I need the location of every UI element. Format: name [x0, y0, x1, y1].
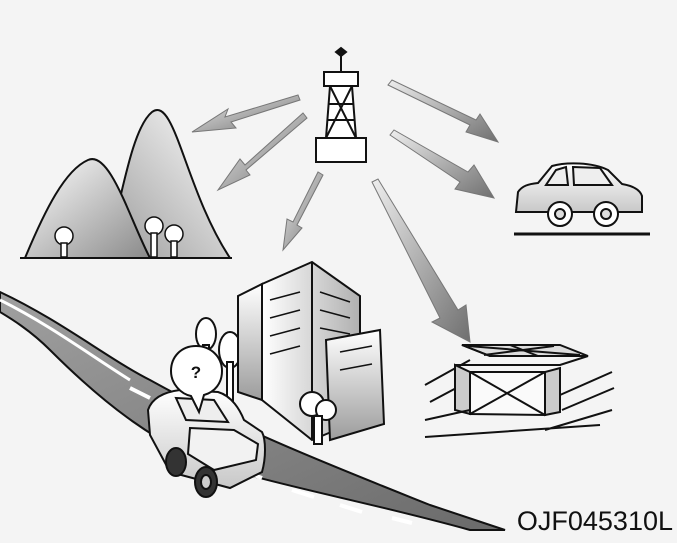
tree-icon — [299, 391, 337, 445]
radio-tower-icon — [315, 46, 367, 163]
figure-code: OJF045310L — [516, 506, 673, 536]
tree-icon — [54, 216, 184, 258]
question-bubble-icon: ? — [169, 344, 224, 415]
tunnel-overpass-icon — [424, 344, 615, 438]
signal-arrows — [191, 79, 500, 343]
bubble-question-mark: ? — [191, 363, 201, 382]
mountain-icon — [20, 109, 232, 259]
building-icon — [195, 260, 386, 445]
sedan-icon — [514, 162, 650, 236]
suv-icon — [146, 388, 266, 498]
road — [0, 290, 506, 531]
